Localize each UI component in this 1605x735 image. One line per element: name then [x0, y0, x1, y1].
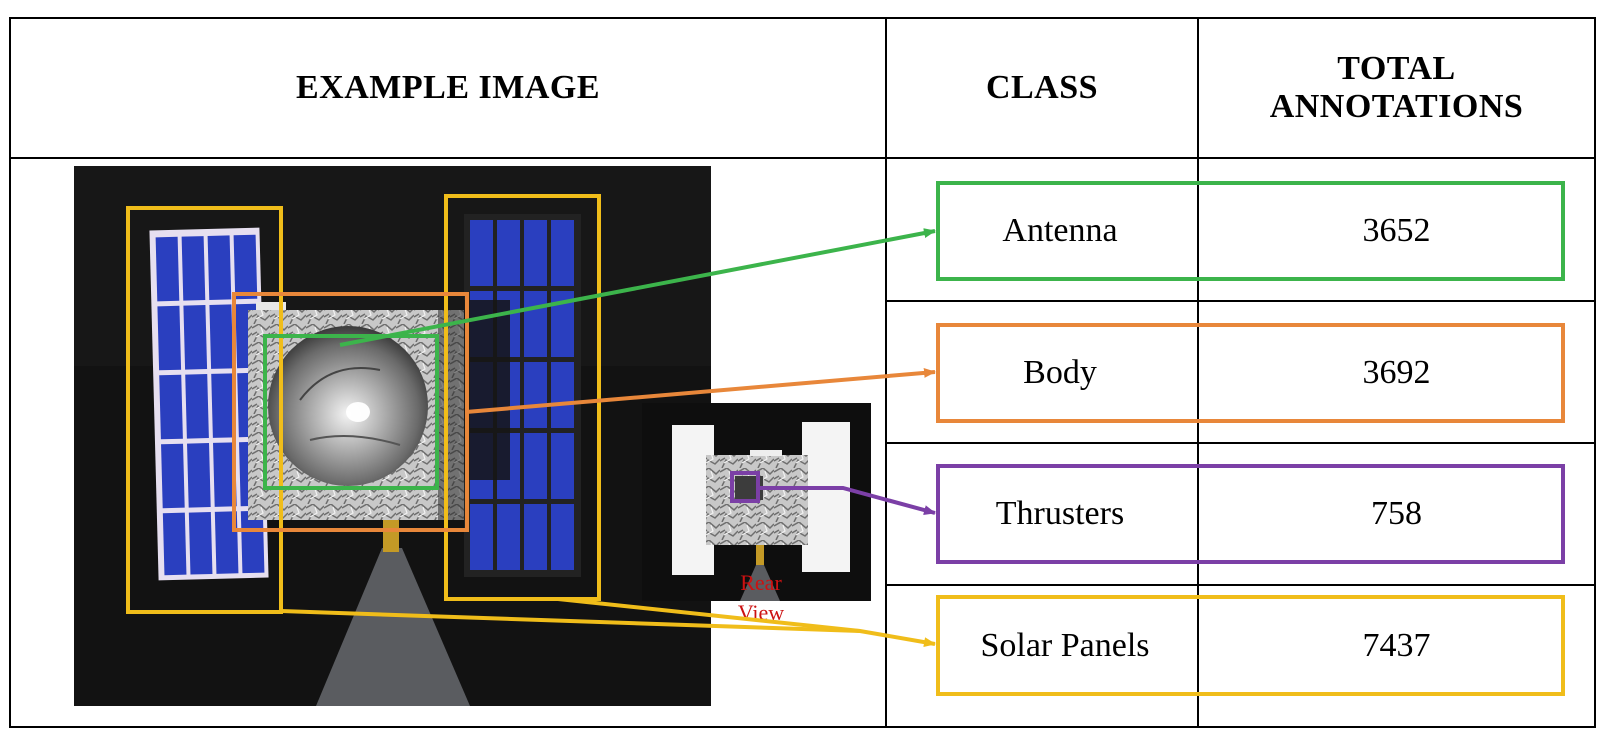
- class-label-solar-panels: Solar Panels: [980, 626, 1150, 664]
- header-class-label: CLASS: [985, 69, 1099, 106]
- class-label-thrusters: Thrusters: [995, 495, 1125, 532]
- arrow-antenna: [339, 228, 936, 347]
- example-image: [74, 166, 711, 706]
- arrow-body: [465, 367, 936, 414]
- count-body: 3692: [1362, 354, 1431, 391]
- row-antenna-count: 3652: [1198, 185, 1595, 277]
- class-label-antenna: Antenna: [1002, 212, 1118, 249]
- bbox-antenna: [263, 334, 439, 490]
- stand: [316, 548, 470, 706]
- row-antenna-class: Antenna: [940, 185, 1180, 277]
- header-total-annotations: TOTAL ANNOTATIONS: [1198, 18, 1595, 158]
- row-box-thrusters: [936, 464, 1565, 564]
- count-solar-panels: 7437: [1362, 626, 1431, 664]
- row-box-antenna: [936, 181, 1565, 281]
- satellite-body: [248, 302, 464, 520]
- row-thrusters-class: Thrusters: [940, 468, 1180, 560]
- header-example-image: EXAMPLE IMAGE: [10, 18, 886, 158]
- count-antenna: 3652: [1362, 212, 1431, 249]
- arrow-thrusters: [760, 486, 936, 515]
- row-box-solar-panels: [936, 595, 1565, 696]
- header-total-annotations-label: TOTAL ANNOTATIONS: [1269, 50, 1524, 125]
- class-label-body: Body: [1023, 354, 1097, 391]
- rear-view-inset: Rear View: [642, 403, 871, 625]
- stand-connector: [383, 516, 399, 552]
- row-solar-panels-count: 7437: [1198, 599, 1595, 692]
- row-thrusters-count: 758: [1198, 468, 1595, 560]
- left-solar-panel: [149, 227, 269, 581]
- inset-caption-line1: Rear: [740, 570, 782, 595]
- header-class: CLASS: [886, 18, 1198, 158]
- arrow-solar-right: [557, 597, 861, 633]
- row-solar-panels-class: Solar Panels: [940, 599, 1190, 692]
- bbox-thrusters: [730, 471, 760, 503]
- right-solar-panel: [460, 214, 581, 577]
- count-thrusters: 758: [1371, 495, 1422, 532]
- header-example-image-label: EXAMPLE IMAGE: [296, 69, 600, 106]
- row-box-body: [936, 323, 1565, 423]
- row-body-class: Body: [940, 327, 1180, 419]
- row-body-count: 3692: [1198, 327, 1595, 419]
- antenna-dish: [268, 326, 428, 486]
- table-grid: [9, 17, 1596, 728]
- bbox-solar-right: [444, 194, 601, 601]
- bbox-solar-left: [126, 206, 283, 614]
